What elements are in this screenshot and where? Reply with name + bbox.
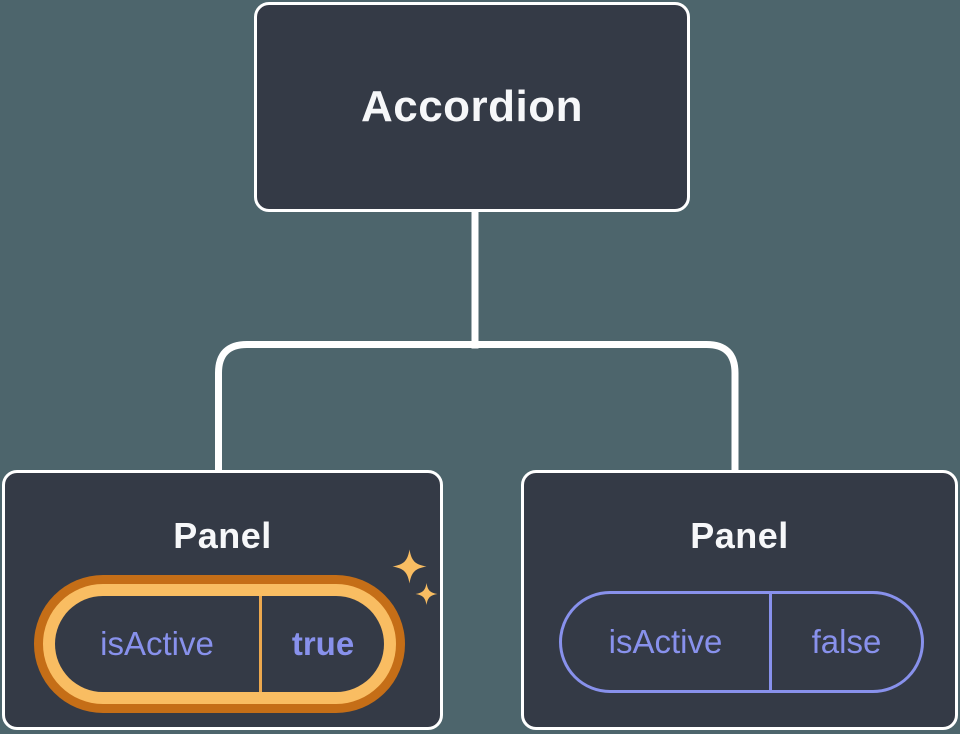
sparkle-icon — [392, 549, 438, 605]
sparkle-small — [415, 583, 438, 605]
state-pill-active: isActive true — [55, 596, 384, 692]
pill-divider — [769, 594, 772, 690]
node-panel-inactive: Panel isActive false — [521, 470, 958, 730]
state-prop-name: isActive — [608, 623, 723, 660]
pill-divider — [259, 596, 262, 692]
node-accordion: Accordion — [254, 2, 690, 212]
state-prop-value: true — [291, 625, 355, 662]
state-prop-value: false — [811, 623, 882, 660]
state-pill-inactive: isActive false — [559, 591, 924, 693]
node-panel-active-label: Panel — [173, 515, 272, 556]
sparkle-large — [392, 549, 427, 584]
connector-bracket — [215, 341, 739, 471]
state-pill-highlight-inner-ring: isActive true — [43, 584, 396, 704]
state-prop-name: isActive — [100, 625, 214, 662]
node-panel-active: Panel isActive true — [2, 470, 443, 730]
state-pill-highlight-outer-ring: isActive true — [34, 575, 405, 713]
node-panel-inactive-label: Panel — [690, 515, 789, 556]
node-accordion-label: Accordion — [360, 82, 584, 131]
